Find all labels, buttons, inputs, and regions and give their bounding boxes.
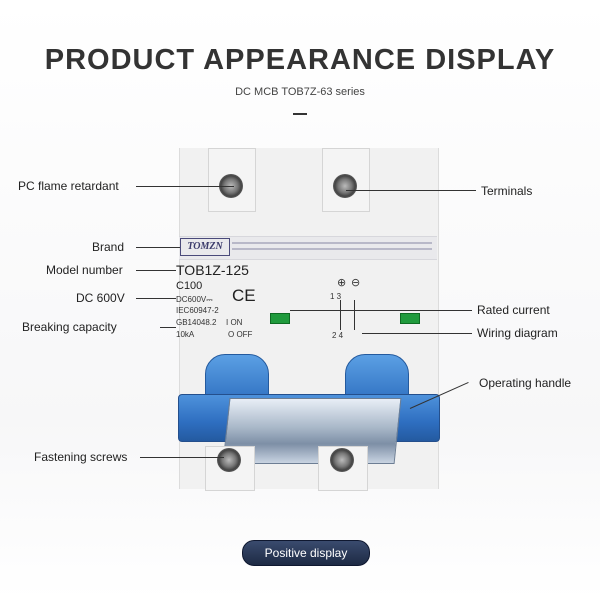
- callout-line: [140, 457, 224, 458]
- callout-line: [136, 186, 234, 187]
- page-subtitle: DC MCB TOB7Z-63 series: [235, 86, 365, 98]
- callout-line: [160, 327, 176, 328]
- callout-line: [136, 247, 180, 248]
- wiring-bottom-numbers: 2 4: [332, 331, 344, 340]
- callout-line: [136, 298, 176, 299]
- status-indicator-icon: [400, 313, 420, 324]
- minus-terminal-icon: ⊖: [351, 277, 361, 289]
- status-indicator-icon: [270, 313, 290, 324]
- label-wiring-diagram: Wiring diagram: [477, 326, 558, 340]
- rating-text: C100: [176, 280, 203, 292]
- fastening-screw-icon: [217, 448, 241, 472]
- gb-standard-text: GB14048.2: [176, 318, 217, 327]
- label-model-number: Model number: [46, 263, 123, 277]
- brand-stripe: [232, 248, 432, 250]
- terminal-screw-icon: [333, 174, 357, 198]
- label-brand: Brand: [92, 240, 125, 254]
- label-breaking-capacity: Breaking capacity: [22, 320, 117, 334]
- on-indicator: I ON: [226, 318, 243, 327]
- callout-line: [136, 270, 176, 271]
- model-text: TOB1Z-125: [176, 262, 249, 278]
- label-dc-600v: DC 600V: [76, 291, 125, 305]
- callout-line: [362, 333, 472, 334]
- ce-mark: CE: [232, 286, 256, 305]
- positive-display-button[interactable]: Positive display: [242, 540, 370, 566]
- page-title: PRODUCT APPEARANCE DISPLAY: [44, 44, 556, 76]
- label-operating-handle: Operating handle: [479, 376, 572, 390]
- iec-standard-text: IEC60947-2: [176, 306, 219, 315]
- wiring-line: [354, 300, 355, 330]
- wiring-top-numbers: 1 3: [330, 292, 342, 301]
- label-terminals: Terminals: [481, 184, 533, 198]
- title-divider: [293, 113, 307, 115]
- off-indicator: O OFF: [228, 330, 253, 339]
- label-fastening-screws: Fastening screws: [34, 450, 128, 464]
- label-pc-flame-retardant: PC flame retardant: [18, 179, 119, 193]
- callout-line: [290, 310, 472, 311]
- callout-line: [346, 190, 476, 191]
- capacity-text: 10kA: [176, 330, 195, 339]
- brand-logo: TOMZN: [180, 238, 230, 256]
- wiring-line: [340, 300, 341, 330]
- fastening-screw-icon: [330, 448, 354, 472]
- brand-stripe: [232, 242, 432, 244]
- dc-voltage-text: DC600V⎓: [176, 295, 213, 304]
- plus-terminal-icon: ⊕: [337, 277, 347, 289]
- label-rated-current: Rated current: [477, 303, 550, 317]
